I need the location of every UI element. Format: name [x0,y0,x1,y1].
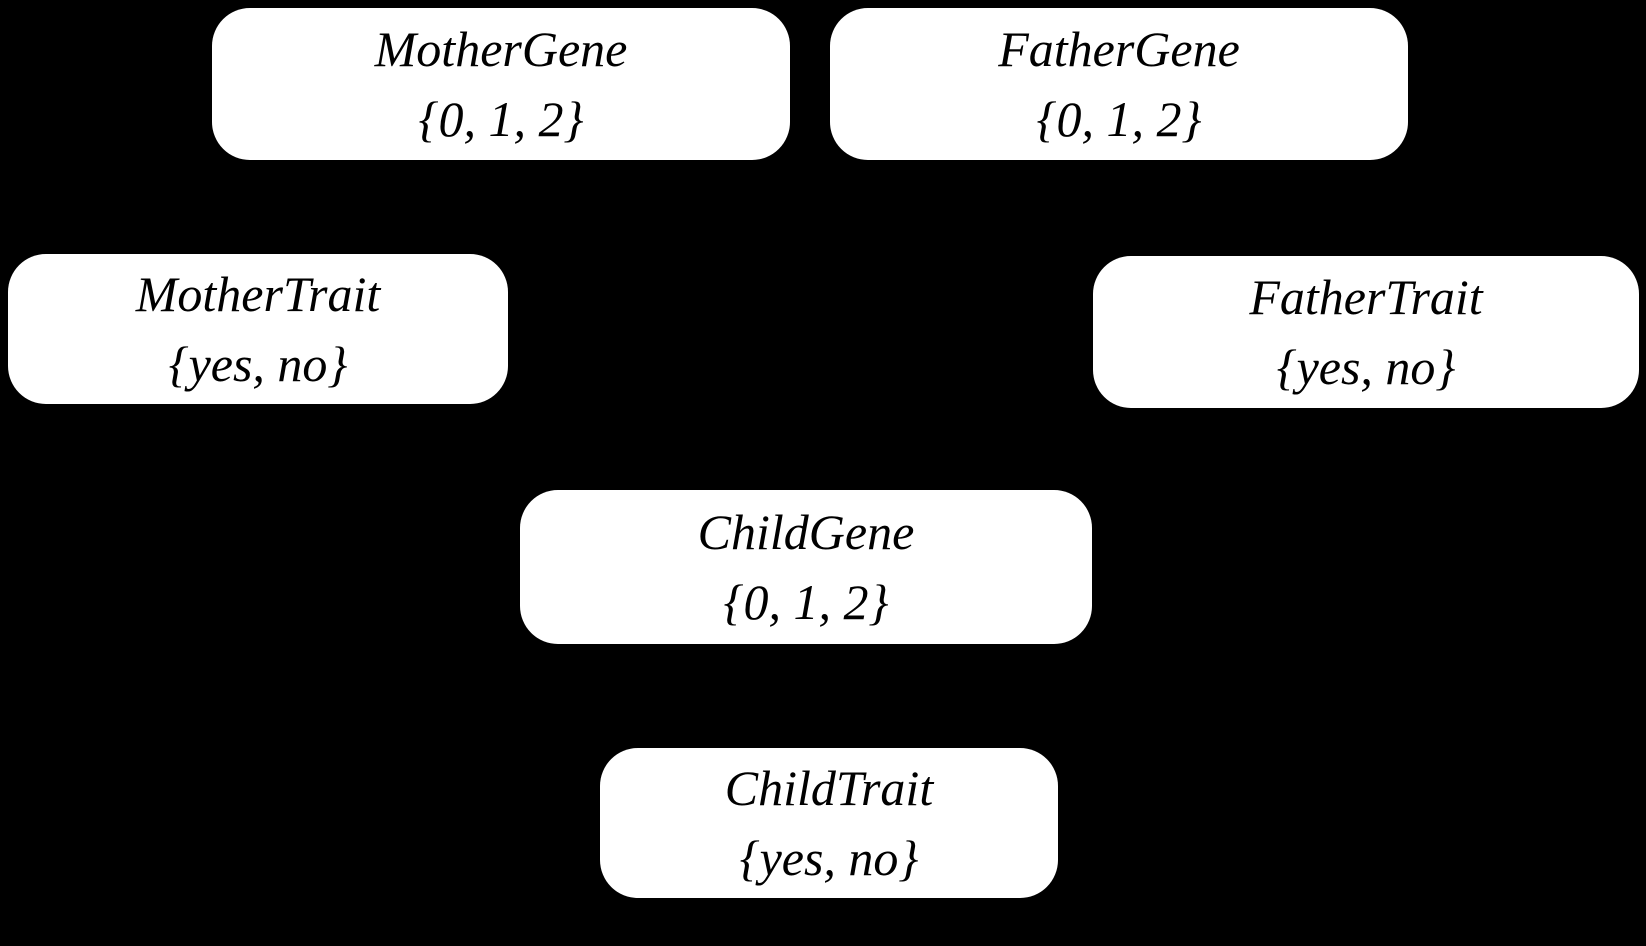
node-mother-trait-domain: {yes, no} [168,336,348,392]
node-mother-gene-domain: {0, 1, 2} [418,91,584,147]
node-father-trait-label: FatherTrait [1249,269,1483,325]
node-father-gene-label: FatherGene [998,21,1240,77]
node-child-gene-domain: {0, 1, 2} [723,574,889,630]
node-child-gene: ChildGene {0, 1, 2} [520,490,1092,644]
node-child-gene-label: ChildGene [697,504,915,560]
node-father-trait-domain: {yes, no} [1276,339,1456,395]
node-child-trait-label: ChildTrait [724,760,934,816]
node-mother-trait-label: MotherTrait [135,266,381,322]
node-mother-gene-label: MotherGene [374,21,628,77]
node-father-trait: FatherTrait {yes, no} [1093,256,1639,408]
node-father-gene-domain: {0, 1, 2} [1036,91,1202,147]
node-mother-trait: MotherTrait {yes, no} [8,254,508,404]
node-child-trait-domain: {yes, no} [739,830,919,886]
node-father-gene: FatherGene {0, 1, 2} [830,8,1408,160]
node-child-trait: ChildTrait {yes, no} [600,748,1058,898]
node-mother-gene: MotherGene {0, 1, 2} [212,8,790,160]
